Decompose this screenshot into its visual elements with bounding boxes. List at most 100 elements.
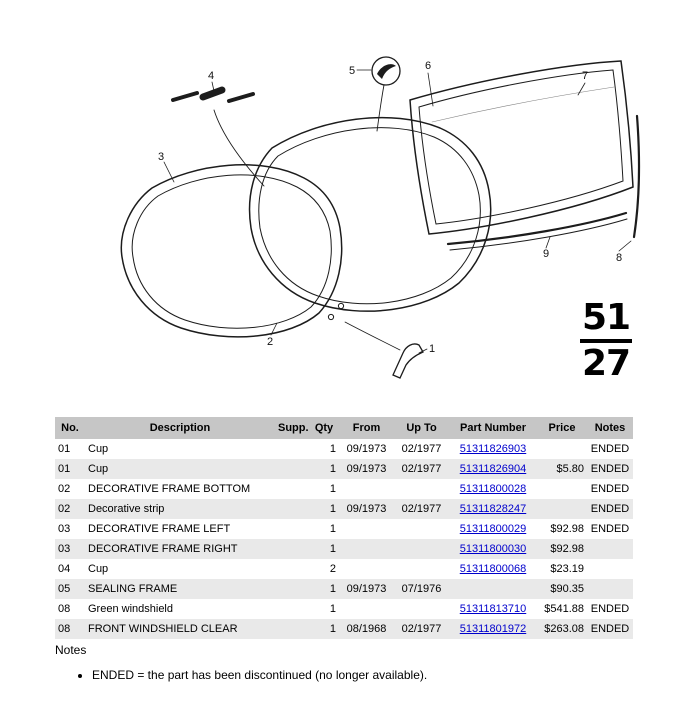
table-row: 08 Green windshield 1 51311813710 $541.8… xyxy=(55,599,633,619)
table-row: 04 Cup 2 51311800068 $23.19 xyxy=(55,559,633,579)
callout-6-leader xyxy=(427,72,434,107)
cell-no: 02 xyxy=(55,499,85,519)
table-row: 01 Cup 1 09/1973 02/1977 51311826903 END… xyxy=(55,439,633,459)
cell-description: Green windshield xyxy=(88,603,173,615)
cell-supp xyxy=(275,579,309,599)
left-frame-inner-outline xyxy=(131,174,332,329)
cell-no: 03 xyxy=(58,523,71,535)
cell-from: 09/1973 xyxy=(339,499,394,519)
cell-from xyxy=(339,539,394,559)
cell-from: 09/1973 xyxy=(339,579,394,599)
callout-3: 3 xyxy=(158,151,164,163)
cell-supp xyxy=(275,539,309,559)
cell-from: 09/1973 xyxy=(346,443,387,455)
table-row: 02 DECORATIVE FRAME BOTTOM 1 51311800028… xyxy=(55,479,633,499)
col-header-upto: Up To xyxy=(394,417,449,439)
col-header-qty: Qty xyxy=(309,417,339,439)
table-row: 05 SEALING FRAME 1 09/1973 07/1976 $90.3… xyxy=(55,579,633,599)
cell-upto: 07/1976 xyxy=(394,579,449,599)
left-frame-end-fitting xyxy=(337,302,345,310)
detail-roundel-glyph xyxy=(377,64,396,79)
cell-qty: 2 xyxy=(329,563,336,575)
cell-price: $5.80 xyxy=(537,459,587,479)
cell-notes xyxy=(587,579,633,599)
cell-from xyxy=(339,519,394,539)
cell-no: 02 xyxy=(58,483,71,495)
cell-no: 05 xyxy=(55,579,85,599)
parts-diagram: 1 2 3 4 5 6 7 8 9 xyxy=(120,56,641,379)
part-number-link[interactable]: 51311800028 xyxy=(459,483,527,495)
callout-3-leader xyxy=(163,161,175,183)
callout-4: 4 xyxy=(208,70,214,82)
part-number-link[interactable]: 51311800068 xyxy=(459,563,527,575)
col-header-from: From xyxy=(339,417,394,439)
table-row: 03 DECORATIVE FRAME RIGHT 1 51311800030 … xyxy=(55,539,633,559)
callout-1: 1 xyxy=(429,343,435,355)
clip-mounting-curve xyxy=(213,109,265,187)
callout-8: 8 xyxy=(616,252,622,264)
part-number-link[interactable]: 51311800030 xyxy=(459,543,527,555)
cell-upto xyxy=(394,539,449,559)
part-number-link[interactable]: 51311801972 xyxy=(459,623,527,635)
col-header-notes: Notes xyxy=(587,417,633,439)
col-header-supp: Supp. xyxy=(275,417,309,439)
cell-part-number: 51311801972 xyxy=(449,619,537,639)
cell-qty: 1 xyxy=(309,499,339,519)
cell-notes: ENDED xyxy=(587,619,633,639)
clip-cup xyxy=(199,86,226,101)
part-number-link[interactable]: 51311800029 xyxy=(459,523,527,535)
cell-supp xyxy=(275,479,309,499)
cell-price: $92.98 xyxy=(550,523,584,535)
cell-from: 08/1968 xyxy=(339,619,394,639)
cell-price: $23.19 xyxy=(550,563,584,575)
cell-qty: 1 xyxy=(309,459,339,479)
cell-no: 03 xyxy=(55,539,85,559)
cell-upto: 02/1977 xyxy=(394,499,449,519)
callout-7: 7 xyxy=(582,70,588,82)
cell-supp xyxy=(275,519,309,539)
notes-list: ENDED = the part has been discontinued (… xyxy=(55,668,635,682)
cell-qty: 1 xyxy=(329,443,336,455)
cell-description: DECORATIVE FRAME LEFT xyxy=(88,523,231,535)
cell-no: 04 xyxy=(58,563,71,575)
cell-upto: 02/1977 xyxy=(394,459,449,479)
cell-part-number: 51311800028 xyxy=(449,479,537,499)
col-header-part-number: Part Number xyxy=(449,417,537,439)
cell-supp xyxy=(275,559,309,579)
cell-price: $92.98 xyxy=(537,539,587,559)
callout-5: 5 xyxy=(349,65,355,77)
table-row: 02 Decorative strip 1 09/1973 02/1977 51… xyxy=(55,499,633,519)
left-frame-outer-outline xyxy=(120,164,343,338)
corner-bracket xyxy=(392,343,424,379)
cell-upto xyxy=(394,559,449,579)
callout-9-leader xyxy=(545,236,551,249)
clip-strip-right xyxy=(227,92,255,103)
windshield-outer-outline xyxy=(409,60,634,235)
cell-upto: 02/1977 xyxy=(394,619,449,639)
part-number-link[interactable]: 51311813710 xyxy=(459,603,527,615)
cell-part-number: 51311828247 xyxy=(449,499,537,519)
cell-description: DECORATIVE FRAME RIGHT xyxy=(85,539,275,559)
cell-part-number: 51311800030 xyxy=(449,539,537,559)
cell-description: Decorative strip xyxy=(85,499,275,519)
section-code-subgroup: 27 xyxy=(581,342,631,384)
cell-from xyxy=(339,479,394,499)
cell-qty: 1 xyxy=(309,619,339,639)
part-number-link[interactable]: 51311826903 xyxy=(459,443,527,455)
right-trim-strip xyxy=(632,114,641,239)
callout-2-leader xyxy=(270,322,278,336)
callout-7-leader xyxy=(577,82,586,96)
cell-part-number xyxy=(449,579,537,599)
part-number-link[interactable]: 51311828247 xyxy=(459,503,527,515)
cell-from xyxy=(339,559,394,579)
cell-qty: 1 xyxy=(329,523,336,535)
cell-price: $90.35 xyxy=(537,579,587,599)
part-number-link[interactable]: 51311826904 xyxy=(459,463,527,475)
cell-supp xyxy=(275,459,309,479)
col-header-description: Description xyxy=(85,417,275,439)
cell-description: Cup xyxy=(88,443,109,455)
cell-qty: 1 xyxy=(309,579,339,599)
cell-upto xyxy=(394,519,449,539)
cell-no: 08 xyxy=(58,603,71,615)
cell-notes: ENDED xyxy=(590,523,630,535)
